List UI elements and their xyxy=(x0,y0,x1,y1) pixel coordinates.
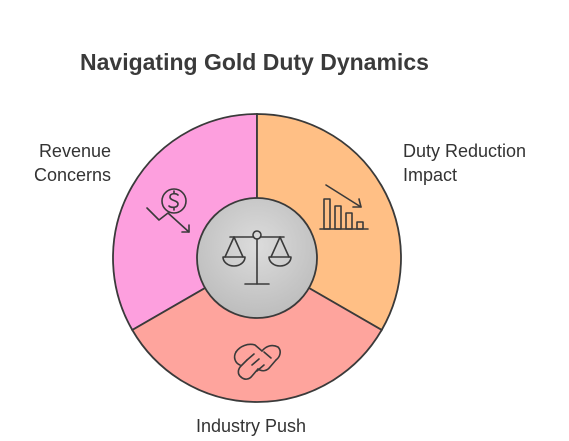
balance-scale-icon xyxy=(222,230,292,285)
duty-reduction-label-line-2: Impact xyxy=(403,165,458,185)
duty-reduction-label: Duty Reduction Impact xyxy=(403,139,526,187)
declining-bar-chart-icon xyxy=(319,184,369,230)
industry-push-label: Industry Push xyxy=(196,414,306,438)
dollar-decline-icon xyxy=(146,188,190,233)
revenue-concerns-label-line-2: Concerns xyxy=(33,165,111,185)
industry-push-label-line-1: Industry Push xyxy=(196,416,307,436)
industry-push-segment xyxy=(131,256,383,403)
handshake-icon xyxy=(233,343,281,380)
diagram-title: Navigating Gold Duty Dynamics xyxy=(80,49,429,75)
revenue-concerns-label: Revenue Concerns xyxy=(34,139,111,187)
revenue-concerns-label-line-1: Revenue xyxy=(38,141,111,161)
duty-reduction-label-line-1: Duty Reduction xyxy=(403,141,527,161)
